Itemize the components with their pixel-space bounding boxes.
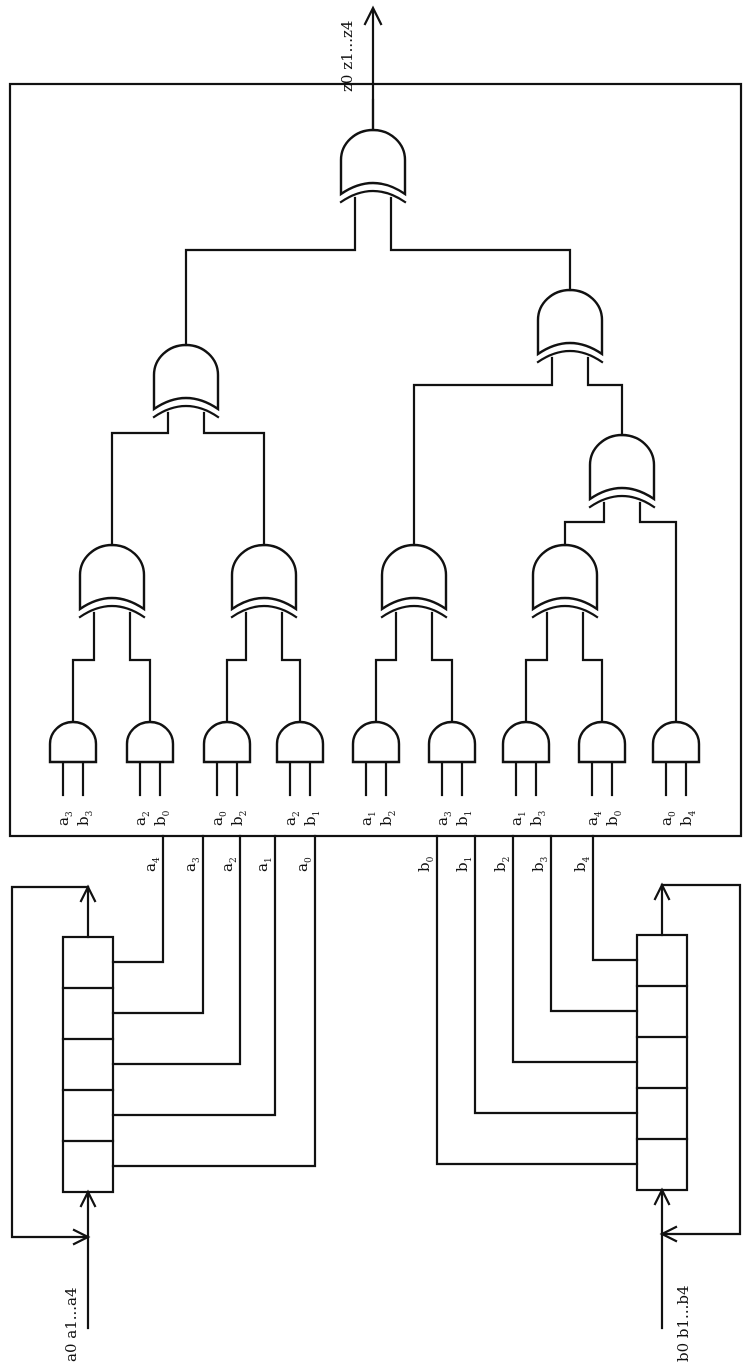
register-b-feedback-arrow: [659, 1225, 678, 1243]
and-input-label: a1: [507, 811, 528, 826]
a-bus-label: a1: [253, 857, 274, 872]
input-a-label: a0 a1...a4: [62, 1287, 80, 1362]
xor-gate-left: [152, 343, 220, 419]
and-input-label: b2: [377, 811, 398, 826]
xor-gate-right: [536, 288, 604, 364]
xor-gate-l2-3: [380, 543, 448, 619]
xor-gate-right-inner: [588, 433, 656, 509]
b-bus-label: b2: [491, 857, 512, 872]
and-input-label: a0: [208, 811, 229, 826]
and-gate-2: [125, 720, 175, 764]
and-gate-1: [48, 720, 98, 764]
register-a-output-arrow: [79, 884, 97, 903]
register-buses: [61, 882, 689, 1246]
register-a-input-arrow: [79, 1189, 97, 1208]
register-b: [635, 933, 689, 1192]
and-input-label: a3: [433, 811, 454, 826]
and-input-label: a3: [54, 811, 75, 826]
xor-gate-root: [339, 128, 407, 204]
and-input-label: a2: [281, 811, 302, 826]
gate-input-labels: a3b3a2b0a0b2a2b1a1b2a3b1a1b3a4b0a0b4a4a3…: [54, 810, 698, 872]
and-gate-7: [501, 720, 551, 764]
and-input-label: b0: [603, 810, 624, 826]
and-input-label: b4: [677, 810, 698, 826]
register-b-input-arrow: [653, 1187, 671, 1206]
a-bus-label: a4: [141, 857, 162, 872]
b-bus-label: b0: [415, 856, 436, 872]
xor-gate-l2-2: [230, 543, 298, 619]
xor-gate-l2-4: [531, 543, 599, 619]
and-gate-5: [351, 720, 401, 764]
output-label: z0 z1...z4: [338, 21, 356, 92]
b-bus-label: b4: [571, 856, 592, 872]
and-gate-3: [202, 720, 252, 764]
and-gate-4: [275, 720, 325, 764]
and-input-label: b0: [151, 810, 172, 826]
xor-tree: [78, 128, 656, 619]
and-gates: [48, 720, 701, 764]
input-b-label: b0 b1...b4: [674, 1285, 692, 1362]
register-a: [61, 935, 115, 1194]
xor-gate-l2-1: [78, 543, 146, 619]
and-input-label: b3: [527, 810, 548, 826]
circuit-boundary: [8, 82, 743, 838]
and-input-label: b1: [453, 811, 474, 826]
and-input-label: a0: [657, 811, 678, 826]
and-input-label: a2: [131, 811, 152, 826]
and-input-label: a4: [583, 811, 604, 826]
register-a-feedback-arrow: [72, 1228, 91, 1246]
and-gate-9: [651, 720, 701, 764]
and-input-label: b3: [74, 810, 95, 826]
a-bus-label: a0: [293, 857, 314, 872]
b-bus-label: b3: [529, 856, 550, 872]
b-bus-label: b1: [453, 857, 474, 872]
and-input-label: a1: [357, 811, 378, 826]
and-input-label: b1: [301, 811, 322, 826]
a-bus-label: a3: [181, 857, 202, 872]
register-b-output-arrow: [653, 882, 671, 901]
and-gate-8: [577, 720, 627, 764]
and-gate-6: [427, 720, 477, 764]
wires: [10, 98, 742, 1330]
and-input-label: b2: [228, 811, 249, 826]
a-bus-label: a2: [218, 857, 239, 872]
